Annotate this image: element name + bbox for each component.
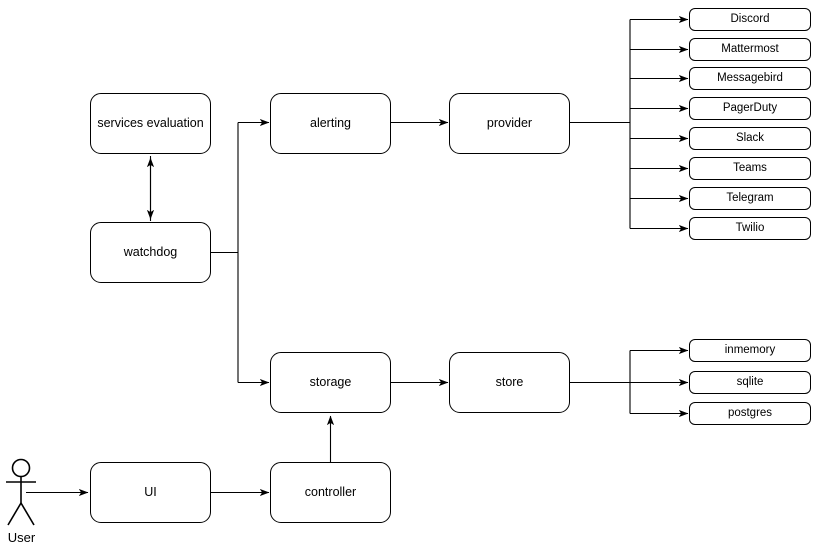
node-provider-slack-label: Slack	[735, 131, 765, 144]
node-provider-mattermost-label: Mattermost	[721, 42, 779, 55]
node-store-sqlite[interactable]: sqlite	[689, 371, 811, 394]
user-actor-label: User	[7, 530, 36, 545]
node-storage-label: storage	[309, 375, 352, 390]
node-provider-messagebird-label: Messagebird	[717, 71, 783, 84]
node-provider-teams-label: Teams	[733, 161, 767, 174]
node-ui-label: UI	[144, 485, 157, 500]
node-alerting-label: alerting	[310, 116, 351, 131]
node-controller-label: controller	[304, 485, 357, 500]
node-provider-discord[interactable]: Discord	[689, 8, 811, 31]
node-provider-discord-label: Discord	[730, 12, 770, 25]
node-provider-pagerduty[interactable]: PagerDuty	[689, 97, 811, 120]
node-alerting[interactable]: alerting	[270, 93, 391, 154]
node-store-label: store	[495, 375, 524, 390]
user-head-icon	[11, 458, 31, 478]
node-store-postgres-label: postgres	[727, 406, 773, 419]
node-provider-label: provider	[486, 116, 533, 131]
node-provider-twilio[interactable]: Twilio	[689, 217, 811, 240]
node-provider-messagebird[interactable]: Messagebird	[689, 67, 811, 90]
node-store-postgres[interactable]: postgres	[689, 402, 811, 425]
node-store-inmemory[interactable]: inmemory	[689, 339, 811, 362]
node-provider-teams[interactable]: Teams	[689, 157, 811, 180]
node-controller[interactable]: controller	[270, 462, 391, 523]
node-provider-pagerduty-label: PagerDuty	[722, 101, 778, 114]
node-watchdog-label: watchdog	[123, 245, 178, 260]
node-storage[interactable]: storage	[270, 352, 391, 413]
node-store[interactable]: store	[449, 352, 570, 413]
node-provider-telegram-label: Telegram	[726, 191, 774, 204]
user-stick-figure	[6, 458, 36, 526]
node-services-evaluation[interactable]: services evaluation	[90, 93, 211, 154]
node-store-inmemory-label: inmemory	[724, 343, 776, 356]
node-ui[interactable]: UI	[90, 462, 211, 523]
node-services-evaluation-label: services evaluation	[97, 116, 204, 131]
node-provider-mattermost[interactable]: Mattermost	[689, 38, 811, 61]
node-provider[interactable]: provider	[449, 93, 570, 154]
node-provider-slack[interactable]: Slack	[689, 127, 811, 150]
node-provider-twilio-label: Twilio	[735, 221, 765, 234]
user-leg-left	[7, 502, 22, 526]
node-provider-telegram[interactable]: Telegram	[689, 187, 811, 210]
node-store-sqlite-label: sqlite	[736, 375, 764, 388]
node-watchdog[interactable]: watchdog	[90, 222, 211, 283]
user-leg-right	[20, 502, 35, 526]
